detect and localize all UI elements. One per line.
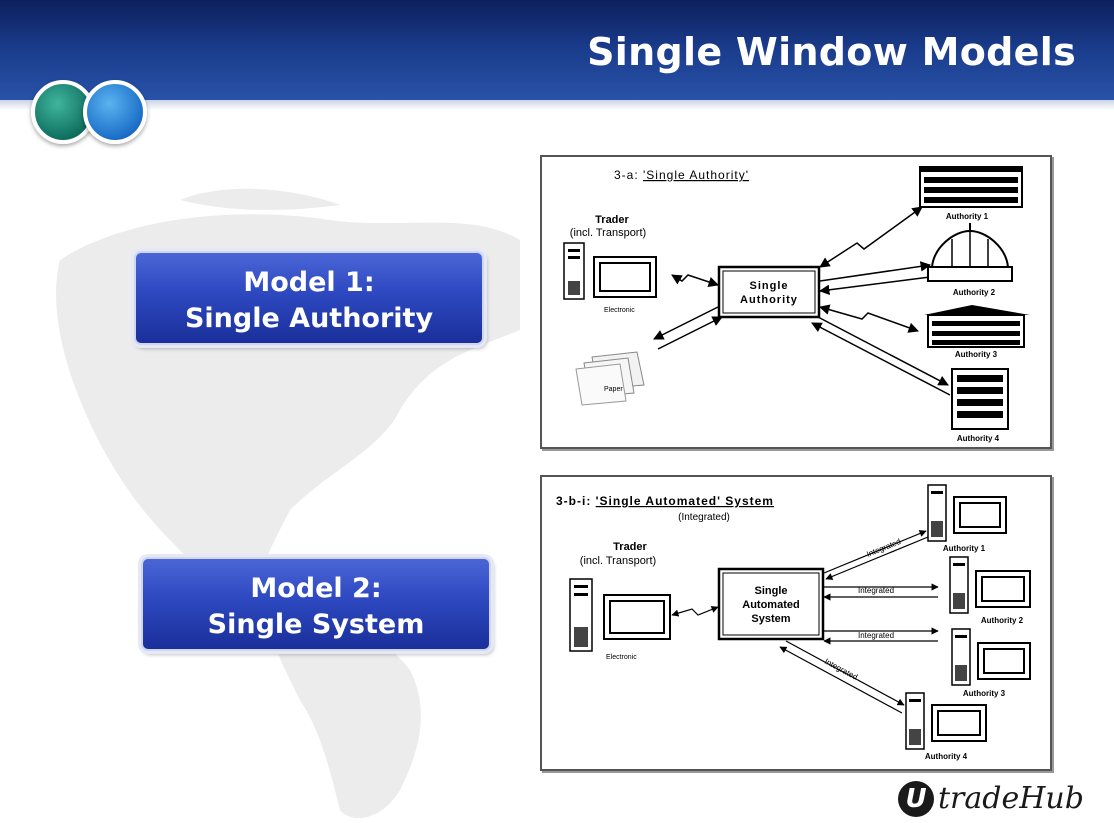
electronic-label: Electronic — [606, 654, 637, 661]
authority-2-label: Authority 2 — [981, 616, 1024, 625]
trader-label: Trader — [595, 214, 629, 226]
trader-computer-icon — [563, 242, 657, 300]
logo-text: tradeHub — [938, 781, 1084, 816]
hub-authority1-link — [819, 206, 923, 268]
model-1-number: Model 1: — [243, 267, 375, 298]
authority-2-label: Authority 2 — [953, 288, 996, 297]
hub-authority4-link-out — [785, 640, 905, 706]
authority-4-label: Authority 4 — [957, 434, 1000, 443]
hub-label-line2: Automated — [742, 599, 799, 611]
electronic-label: Electronic — [604, 307, 635, 314]
title-bar-strip — [0, 100, 1114, 110]
hub-label-line1: Single — [749, 280, 788, 292]
hub-authority3-link — [818, 304, 919, 333]
diagram-b-subheading: (Integrated) — [678, 512, 730, 523]
hub-authority4-link-out — [817, 316, 949, 386]
single-authority-hub — [717, 265, 821, 319]
authority-3-label: Authority 3 — [955, 350, 998, 359]
hub-authority1-link-out — [823, 530, 927, 574]
hub-paper-link-out — [653, 306, 719, 340]
hub-label-line2: Authority — [740, 294, 798, 306]
authority-1-label: Authority 1 — [943, 544, 986, 553]
trader-hub-link — [671, 274, 719, 287]
trader-computer-icon — [569, 578, 671, 652]
integrated-label-3: Integrated — [858, 631, 894, 640]
paper-documents-icon — [575, 351, 645, 406]
title-bar — [0, 0, 1114, 108]
hub-authority4-link-in — [811, 322, 951, 396]
slide-title: Single Window Models — [587, 30, 1076, 74]
diagram-a-heading: 3-a: 'Single Authority' — [614, 168, 749, 182]
integrated-label-4: Integrated — [823, 657, 859, 682]
model-2-name: Single System — [207, 609, 425, 640]
authority-3-computer-icon — [951, 628, 1031, 686]
hub-authority2-link-in — [818, 276, 931, 296]
authority-4-building-icon — [951, 368, 1009, 430]
model-1-box: Model 1: Single Authority — [134, 251, 484, 345]
integrated-label-2: Integrated — [858, 586, 894, 595]
single-authority-diagram: 3-a: 'Single Authority' Trader (incl. Tr… — [540, 155, 1052, 449]
trader-sublabel: (incl. Transport) — [570, 227, 646, 239]
trader-label: Trader — [613, 541, 647, 553]
paper-label: Paper — [604, 386, 623, 393]
authority-2-building-icon — [927, 223, 1013, 282]
single-system-diagram: 3-b-i: 'Single Automated' System (Integr… — [540, 475, 1052, 771]
model-2-number: Model 2: — [250, 573, 382, 604]
trader-sublabel: (incl. Transport) — [580, 555, 656, 567]
hub-label-line3: System — [751, 613, 790, 625]
authority-4-label: Authority 4 — [925, 752, 968, 761]
single-automated-system-hub — [717, 567, 825, 641]
authority-2-computer-icon — [949, 556, 1031, 614]
authority-1-building-icon — [919, 166, 1023, 208]
authority-4-computer-icon — [905, 692, 987, 750]
diagram-b-heading: 3-b-i: 'Single Automated' System — [556, 494, 774, 508]
blue-circle-icon — [83, 80, 147, 144]
trader-hub-link — [671, 606, 719, 617]
hub-authority2-link-out — [819, 261, 932, 282]
authority-3-building-icon — [924, 305, 1030, 348]
logo-mark-icon: U — [898, 781, 934, 817]
utradehub-logo: U tradeHub — [898, 779, 1098, 819]
hub-authority4-link-in — [779, 646, 903, 714]
authority-1-computer-icon — [927, 484, 1007, 542]
authority-3-label: Authority 3 — [963, 689, 1006, 698]
hub-authority1-link-in — [825, 536, 929, 580]
paper-hub-link-in — [657, 316, 723, 350]
model-1-name: Single Authority — [184, 303, 434, 334]
hub-label-line1: Single — [754, 585, 787, 597]
authority-1-label: Authority 1 — [946, 212, 989, 221]
model-2-box: Model 2: Single System — [141, 557, 491, 651]
